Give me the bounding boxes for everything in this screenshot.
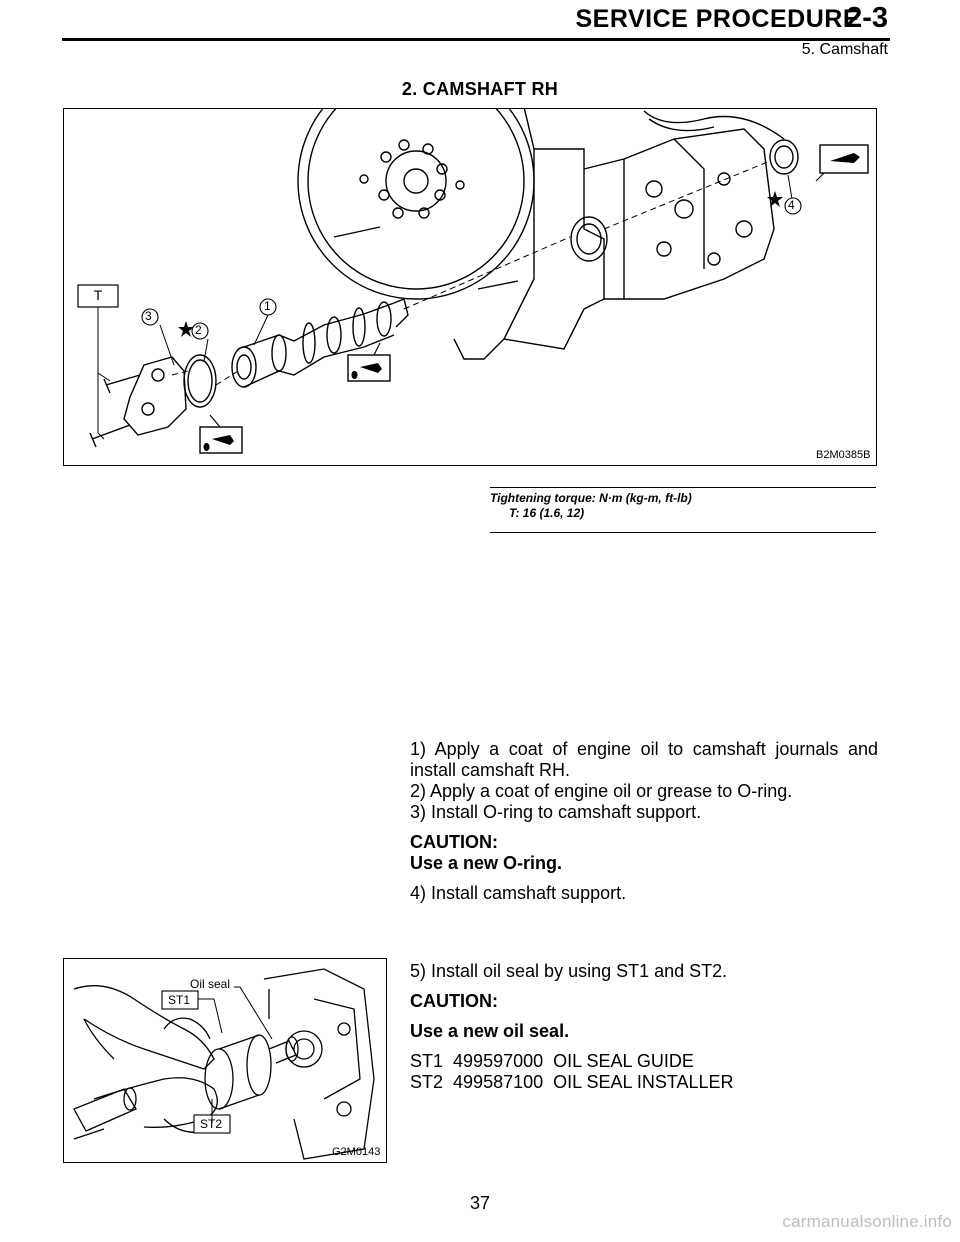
oil-seal-steps: 5) Install oil seal by using ST1 and ST2… [410,961,878,1093]
figure-code: B2M0385B [816,449,871,461]
tool-row: ST1 499597000 OIL SEAL GUIDE [410,1051,878,1072]
section-number: 2-3 [846,2,888,34]
step-2: 2) Apply a coat of engine oil or grease … [410,781,793,801]
step-1: 1) Apply a coat of engine oil to camshaf… [410,739,878,780]
torque-value: T: 16 (1.6, 12) [509,506,585,520]
watermark-link[interactable]: carmanualsonline.info [782,1212,952,1231]
label-oil-seal: Oil seal [190,977,231,991]
callout-3: 3 [145,309,152,323]
caution-label-2: CAUTION: [410,991,498,1011]
page-number: 37 [469,1193,491,1213]
tool-id: ST1 [410,1051,444,1071]
tool-name: OIL SEAL GUIDE [553,1051,694,1071]
callout-4: 4 [788,198,795,212]
subsection-title: 5. Camshaft [801,41,888,58]
caution-text-2: Use a new oil seal. [410,1021,570,1041]
header-rule [62,38,890,41]
install-steps: 1) Apply a coat of engine oil to camshaf… [410,739,878,904]
step-5: 5) Install oil seal by using ST1 and ST2… [410,961,728,981]
torque-heading: Tightening torque: N·m (kg-m, ft-lb) [490,491,692,505]
section-title: 2. CAMSHAFT RH [401,79,559,99]
step-3: 3) Install O-ring to camshaft support. [410,802,702,822]
tool-row: ST2 499587100 OIL SEAL INSTALLER [410,1072,878,1093]
camshaft-rh-figure: T 3 2 1 4 B2M0385B [63,108,877,466]
tool-part-no: 499597000 [453,1051,544,1071]
callout-2: 2 [195,323,202,337]
figure2-code: G2M0143 [332,1146,381,1158]
torque-note: Tightening torque: N·m (kg-m, ft-lb) T: … [490,487,876,533]
oil-seal-figure: Oil seal ST1 ST2 G2M0143 [63,958,387,1163]
tool-name: OIL SEAL INSTALLER [553,1072,734,1092]
label-st2: ST2 [200,1117,223,1131]
caution-label: CAUTION: [410,832,498,852]
callout-1: 1 [264,299,271,313]
step-4: 4) Install camshaft support. [410,883,627,903]
camshaft-rh-illustration [77,109,869,454]
callout-T: T [93,287,103,303]
caution-text: Use a new O-ring. [410,853,563,873]
oil-seal-illustration [73,968,375,1160]
tool-id: ST2 [410,1072,444,1092]
header-title: SERVICE PROCEDURE [575,5,860,33]
tool-part-no: 499587100 [453,1072,544,1092]
label-st1: ST1 [168,993,191,1007]
